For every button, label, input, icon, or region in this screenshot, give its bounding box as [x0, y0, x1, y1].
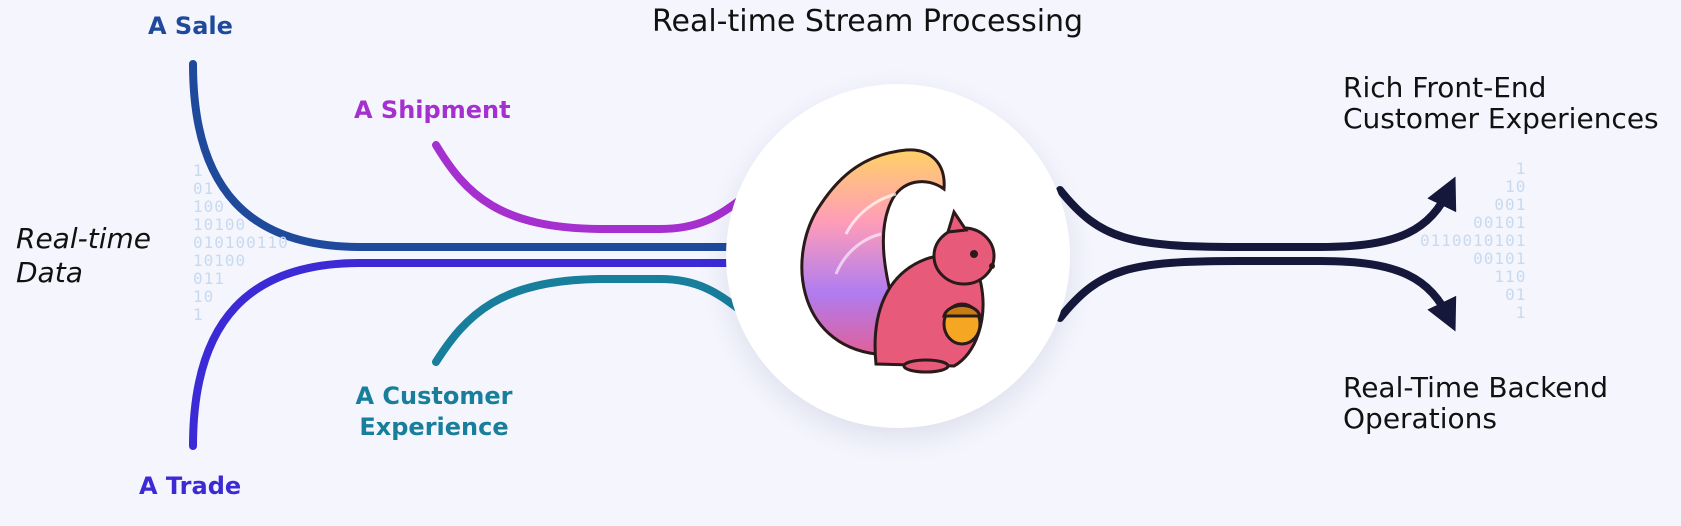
backend-arrow [1056, 257, 1457, 332]
sale-flow-line [189, 60, 744, 251]
trade-flow-line [189, 259, 744, 450]
real-time-data-label: Real-time Data [16, 222, 151, 289]
customer-experience-flow-line [432, 275, 744, 366]
input-label-shipment: A Shipment [354, 96, 511, 124]
binary-stream-right: 1 10 001 00101 0110010101 00101 110 01 1 [1420, 159, 1527, 322]
shipment-flow-line [432, 141, 744, 233]
input-label-customer-experience: A Customer Experience [355, 382, 513, 441]
output-label-front-end: Rich Front-End Customer Experiences [1343, 71, 1659, 135]
processing-hub [726, 84, 1070, 428]
squirrel-icon [800, 148, 996, 374]
input-label-sale: A Sale [148, 12, 233, 40]
input-label-trade: A Trade [139, 472, 242, 500]
front-end-arrow [1056, 176, 1457, 251]
binary-stream-left: 1 01 100 10100 010100110 10100 011 10 1 [193, 161, 289, 324]
diagram-title: Real-time Stream Processing [652, 4, 1084, 39]
output-label-backend: Real-Time Backend Operations [1343, 371, 1609, 435]
